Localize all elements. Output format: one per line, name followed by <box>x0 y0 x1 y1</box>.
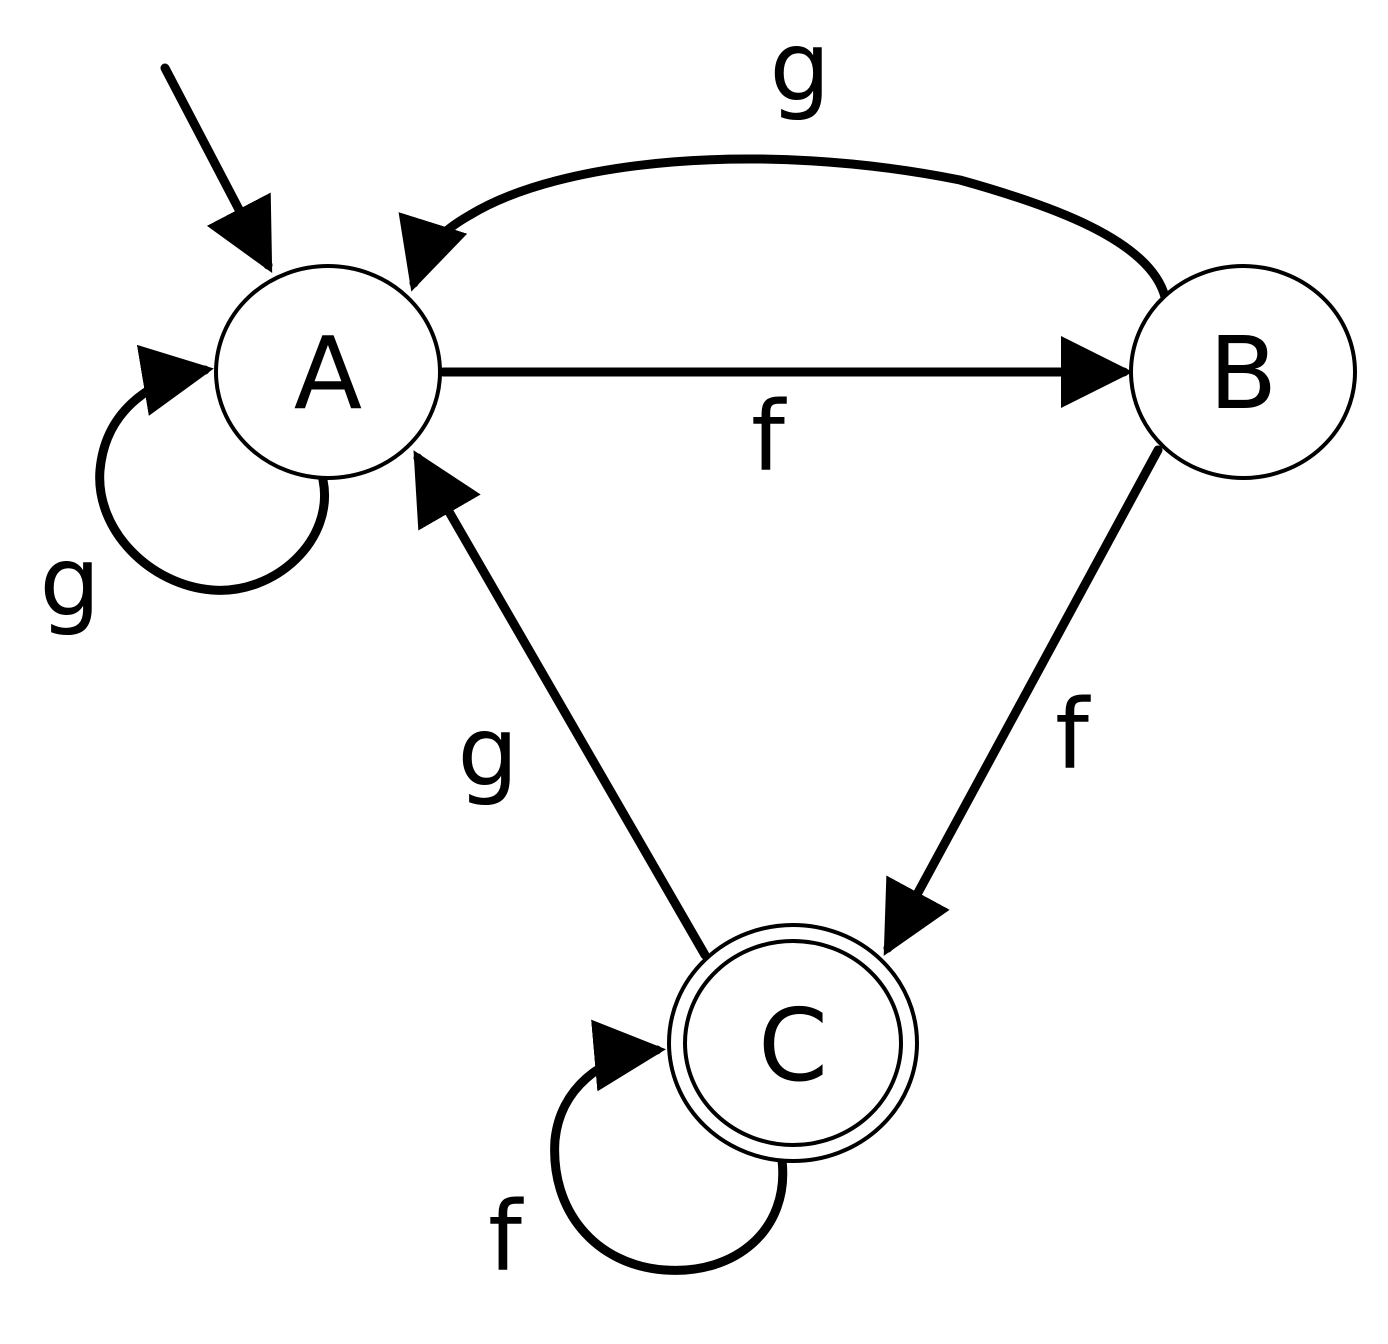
edge-b-to-a-label: g <box>770 11 831 123</box>
edge-a-self-loop-label: g <box>40 526 101 638</box>
edge-c-self-loop-label: f <box>488 1181 524 1293</box>
state-b[interactable]: B <box>1129 264 1357 480</box>
state-b-label: B <box>1209 315 1278 432</box>
state-a-label: A <box>294 315 362 432</box>
edge-a-to-b-label: f <box>751 381 787 493</box>
edge-b-to-a <box>398 154 1170 302</box>
edge-a-self-loop <box>95 344 329 595</box>
state-a[interactable]: A <box>214 264 442 480</box>
state-b-circle <box>1129 264 1357 480</box>
edge-c-self-loop <box>550 1019 788 1275</box>
state-a-circle <box>214 264 442 480</box>
edge-b-to-c <box>883 445 1163 956</box>
state-c-inner-circle <box>683 939 903 1147</box>
initial-arrow <box>160 63 273 273</box>
edge-b-to-c-label: f <box>1055 679 1091 791</box>
state-c[interactable]: C <box>667 923 919 1163</box>
state-c-label: C <box>758 987 828 1104</box>
edge-c-to-a <box>413 450 710 960</box>
edge-c-to-a-label: g <box>458 696 519 808</box>
